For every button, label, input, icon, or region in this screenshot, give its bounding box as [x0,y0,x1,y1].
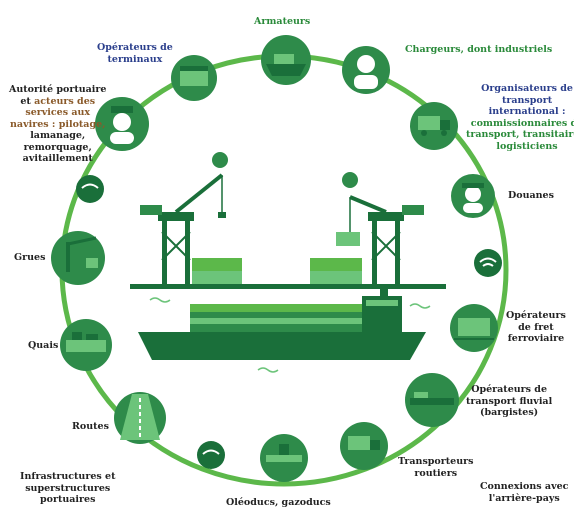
label-grues: Grues [14,252,46,263]
label-connexions: Connexions avec l'arrière-pays [480,481,569,504]
label-fret-ferroviaire: Opérateurs de fret ferroviaire [506,310,566,345]
wifi-icon [76,175,104,203]
crane-icon [51,231,105,285]
port-cranes-icon [140,173,424,284]
wifi-icon [212,152,358,188]
label-douanes: Douanes [508,190,554,201]
shipper-person-icon [342,46,390,94]
label-transport-fluvial: Opérateurs de transport fluvial (bargist… [466,384,553,419]
truck-icon [410,102,458,150]
label-quais: Quais [28,340,59,351]
pipeline-icon [260,434,308,482]
label-routes: Routes [72,421,109,432]
label-infrastructures: Infrastructures et superstructures portu… [20,471,116,506]
rail-freight-icon [450,304,498,352]
harbor-pilot-icon [95,97,149,151]
container-terminal-icon [171,55,217,101]
label-autorite-portuaire: Autorité portuaire et acteurs des servic… [9,84,107,165]
road-truck-icon [340,422,388,470]
label-organisateurs: Organisateurs de transport international… [466,83,574,152]
wifi-icon [474,249,502,277]
label-transporteurs-routiers: Transporteurs routiers [398,456,474,479]
customs-officer-icon [451,174,495,218]
road-icon [114,392,166,444]
quay-containers [130,258,446,289]
label-operateurs-terminaux: Opérateurs de terminaux [97,42,173,65]
wifi-icon [197,441,225,469]
ship-icon [261,35,311,85]
quay-icon [60,319,112,371]
label-oleoducs: Oléoducs, gazoducs [226,497,331,508]
barge-icon [405,373,459,427]
container-ship-icon [138,288,431,373]
label-armateurs: Armateurs [254,16,311,27]
label-chargeurs: Chargeurs, dont industriels [405,44,553,55]
